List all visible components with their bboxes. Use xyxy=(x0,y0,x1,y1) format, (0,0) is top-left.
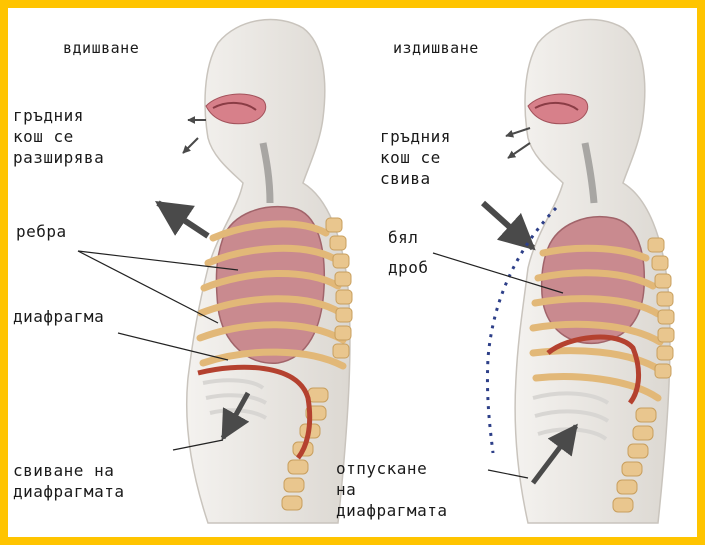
lung-line-1: бял xyxy=(388,223,429,253)
lung-line-2: дроб xyxy=(388,253,429,283)
diaphragm-relaxation-label: отпускане на диафрагмата xyxy=(336,458,447,521)
chest-contracts-label: гръдния кош се свива xyxy=(380,126,451,189)
relax-line-2: на xyxy=(336,479,447,500)
left-expand-arrow xyxy=(158,203,208,236)
diaphragm-label: диафрагма xyxy=(13,306,104,327)
inhale-title: вдишване xyxy=(63,38,139,59)
contraction-line-1: свиване на xyxy=(13,460,124,481)
relax-line-1: отпускане xyxy=(336,458,447,479)
right-air-out-arrow-2 xyxy=(508,143,530,158)
chest-contracts-line-3: свива xyxy=(380,168,451,189)
relax-line-3: диафрагмата xyxy=(336,500,447,521)
chest-contracts-line-2: кош се xyxy=(380,147,451,168)
lung-label: бял дроб xyxy=(388,223,429,283)
diagram-frame: вдишване гръдния кош се разширява ребра … xyxy=(8,8,697,537)
diaphragm-contraction-label: свиване на диафрагмата xyxy=(13,460,124,502)
left-air-in-arrow xyxy=(183,138,198,153)
chest-expands-line-3: разширява xyxy=(13,147,104,168)
contraction-line-2: диафрагмата xyxy=(13,481,124,502)
exhale-title: издишване xyxy=(393,38,479,59)
chest-expands-label: гръдния кош се разширява xyxy=(13,105,104,168)
chest-contracts-line-1: гръдния xyxy=(380,126,451,147)
chest-expands-line-2: кош се xyxy=(13,126,104,147)
ribs-label: ребра xyxy=(16,221,67,242)
chest-expands-line-1: гръдния xyxy=(13,105,104,126)
right-contract-arrow xyxy=(483,203,533,248)
